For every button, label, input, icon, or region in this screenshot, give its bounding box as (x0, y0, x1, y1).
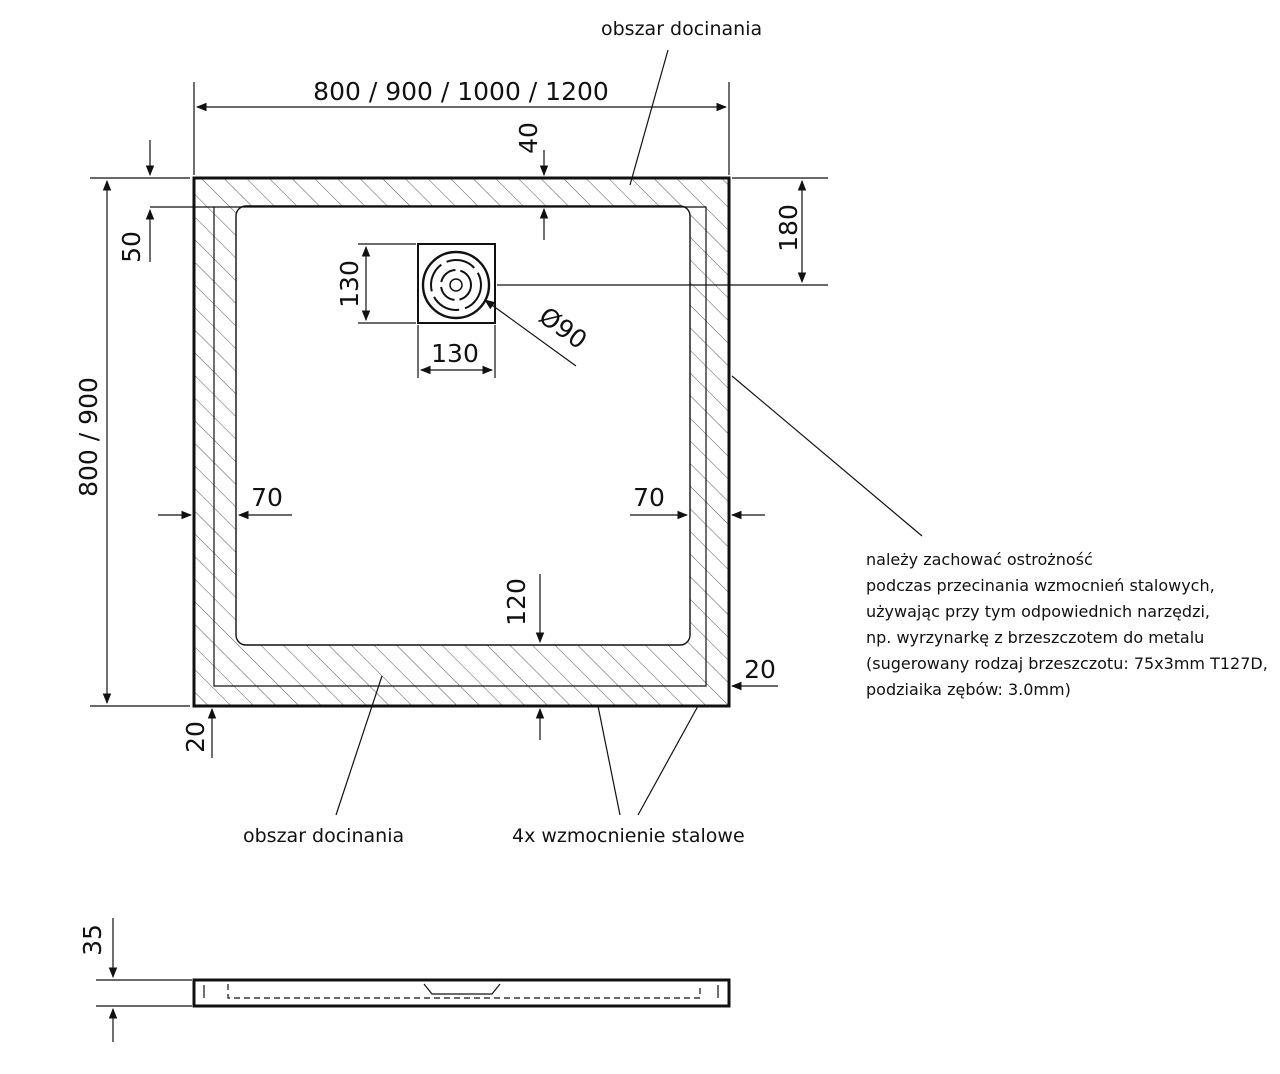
height-dimension: 800 / 900 (74, 377, 103, 497)
drain-ring-inner (440, 269, 472, 301)
note-line-5: (sugerowany rodzaj brzeszczotu: 75x3mm T… (866, 654, 1268, 673)
drain-box (417, 243, 496, 324)
left-70-dimension: 70 (251, 483, 283, 512)
drain-ring-outer (421, 250, 491, 320)
right-20-dimension: 20 (744, 655, 776, 684)
dimension-120: 120 (502, 578, 531, 626)
drain (417, 243, 496, 324)
width-dimension: 800 / 900 / 1000 / 1200 (313, 77, 609, 106)
tray-side-view (96, 918, 731, 1042)
drain-height-dimension: 130 (335, 260, 364, 308)
trim-area-label-bottom: obszar docinania (243, 825, 404, 847)
dimension-40: 40 (514, 122, 543, 154)
note-line-3: używając przy tym odpowiednich narzędzi, (866, 602, 1210, 621)
safety-note: należy zachować ostrożność podczas przec… (866, 550, 1268, 699)
note-line-2: podczas przecinania wzmocnień stalowych, (866, 576, 1215, 595)
note-line-4: np. wyrzynarkę z brzeszczotem do metalu (866, 628, 1204, 647)
side-basin-line (227, 984, 701, 999)
bottom-20-dimension: 20 (181, 721, 210, 753)
tray-outline (192, 176, 731, 708)
drain-width-dimension: 130 (431, 339, 479, 368)
dimension-50: 50 (117, 231, 146, 263)
drain-ring-mid (430, 259, 482, 311)
dimension-180: 180 (774, 204, 803, 252)
trim-area-label-top: obszar docinania (601, 18, 762, 40)
right-70-dimension: 70 (633, 483, 665, 512)
reinforcement-label: 4x wzmocnienie stalowe (512, 825, 745, 847)
side-drain-profile (423, 983, 501, 995)
trim-area-hatch (194, 178, 729, 706)
tray-basin (235, 205, 691, 646)
note-line-1: należy zachować ostrożność (866, 550, 1093, 569)
tray-top-view (192, 176, 731, 708)
side-profile (192, 978, 731, 1008)
drain-center (449, 278, 463, 292)
dimension-lines (90, 49, 923, 816)
steel-reinforcement-outline (213, 206, 707, 687)
note-line-6: podziaika zębów: 3.0mm) (866, 680, 1071, 699)
depth-35-dimension: 35 (78, 924, 107, 956)
